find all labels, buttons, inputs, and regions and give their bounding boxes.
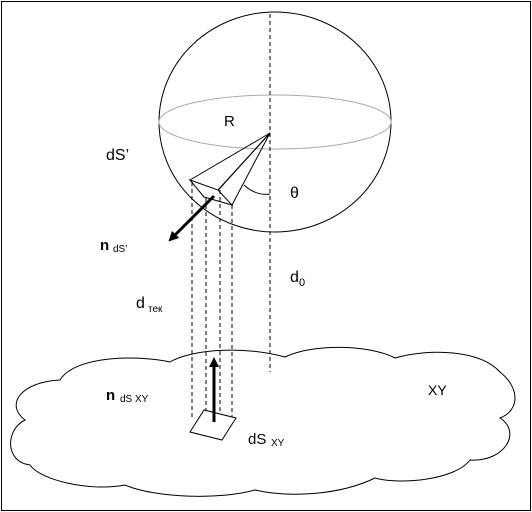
label-normal-ds-xy-sub: dS XY — [120, 394, 149, 405]
sphere-outline — [158, 11, 392, 233]
surface-element-ds-xy — [189, 409, 237, 441]
label-theta: θ — [290, 185, 299, 202]
theta-arc — [243, 184, 271, 195]
label-distance-tek: d — [136, 295, 145, 312]
label-normal-ds-prime-sub: dS’ — [113, 244, 127, 255]
label-d0: d — [290, 269, 299, 286]
cone-edge-4 — [211, 132, 271, 198]
label-d0-sub: 0 — [299, 277, 305, 289]
label-ds-xy: dS — [248, 431, 266, 448]
surface-element-ds-prime — [188, 178, 234, 206]
label-plane-xy: XY — [428, 382, 447, 398]
cone-edge-1 — [189, 132, 271, 181]
label-ds-xy-sub: XY — [271, 438, 285, 449]
label-normal-ds-xy: n — [106, 387, 115, 404]
label-radius: R — [224, 113, 235, 130]
xy-plane-cloud — [10, 346, 516, 497]
label-normal-ds-prime: n — [100, 237, 109, 254]
sphere-equator — [158, 94, 392, 150]
label-distance-tek-sub: тек — [148, 304, 163, 315]
normal-vector-ds-prime — [168, 194, 216, 242]
label-surface-element: dS’ — [106, 147, 129, 164]
cone-edge-3 — [231, 132, 271, 206]
